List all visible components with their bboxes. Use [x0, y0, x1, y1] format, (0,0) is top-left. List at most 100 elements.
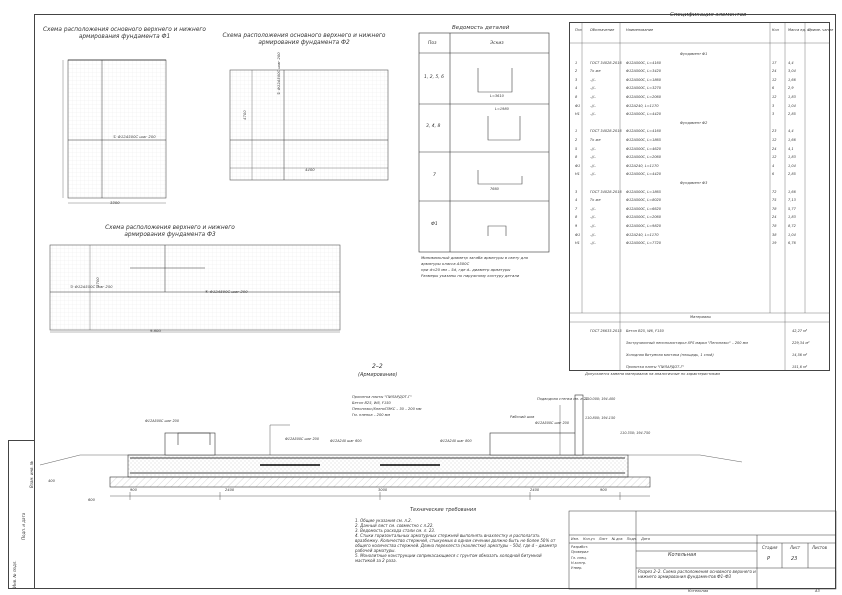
spec-cell: 8	[575, 95, 578, 99]
scheme-f2-title: Схема расположения основного верхнего и …	[222, 33, 386, 46]
spec-cell: 8	[575, 155, 578, 160]
stamp-role: Подп.	[626, 537, 637, 541]
spec-cell: 12	[772, 95, 777, 99]
details-col-pos: Поз	[428, 41, 437, 46]
spec-cell: 4	[575, 86, 578, 91]
section-callout: Гм. пленка – 200 мм	[352, 413, 391, 417]
stamp-person: Разработ.	[571, 545, 589, 549]
spec-cell: Ф1	[575, 232, 581, 237]
details-row-note: L=3610	[490, 94, 504, 98]
spec-cell: –//–	[590, 241, 596, 246]
requirements-title: Технические требования	[410, 507, 477, 513]
spec-cell: Ф1	[575, 163, 581, 168]
spec-cell: 8	[575, 215, 578, 220]
scheme-f1	[62, 59, 167, 204]
spec-header: Поз	[575, 28, 582, 32]
spec-material-name: Холодная битумная мастика (площадь, 1 сл…	[626, 353, 714, 357]
spec-materials-title: Материалы	[690, 315, 711, 319]
spec-cell: То же	[590, 198, 601, 203]
stamp-format: А3	[815, 589, 820, 593]
spec-cell: 78	[772, 224, 777, 228]
section-callout: Пропитка плиты "ПИЛАРДОТ-Г"	[352, 395, 412, 399]
spec-cell: 12	[772, 138, 777, 142]
spec-cell: –//–	[590, 77, 596, 82]
spec-header: Обозначение	[590, 28, 615, 32]
section-callout: Подводная стенка см. л.21	[537, 397, 589, 401]
spec-cell: 24	[772, 215, 777, 220]
stamp-roles: Изм. Кол.уч Лист № док Подп. Дата	[571, 537, 650, 541]
spec-material-qty: 229,34 м²	[792, 341, 810, 345]
section-mark: Ф12А500С шаг 200	[535, 421, 569, 425]
spec-cell: 1,04	[788, 232, 796, 237]
spec-cell: 1,66	[788, 189, 796, 194]
requirement-item: 5. Монолитные конструкции соприкасающиес…	[355, 553, 542, 563]
spec-cell: 2	[575, 69, 578, 74]
section-dim: 2400	[530, 488, 540, 492]
spec-cell: 1,04	[788, 163, 796, 168]
spec-cell: 4,4	[788, 129, 794, 134]
stamp-role: Дата	[641, 537, 650, 541]
spec-cell: 1	[575, 60, 578, 65]
spec-cell: 1,83	[788, 215, 796, 220]
section-drawing	[39, 394, 743, 500]
section-elev: 110.800; 194.150	[585, 416, 616, 420]
stamp-stage: Р	[767, 556, 771, 562]
spec-cell: 3	[575, 77, 578, 82]
spec-cell: 75	[772, 198, 777, 203]
spec-cell: ГОСТ 34028-2016	[590, 129, 622, 134]
spec-cell: 2,9	[788, 86, 794, 91]
spec-cell: 4,4	[788, 60, 794, 65]
stamp-sheet: 23	[791, 556, 798, 562]
spec-group-title: Фундамент Ф1	[680, 52, 708, 56]
section-mark: Ф12А500С шаг 200	[145, 419, 179, 423]
spec-cell: Ф12А500С, L=4420	[626, 112, 661, 117]
spec-header: Масса ед. кг	[788, 28, 812, 32]
spec-cell: Ф12А500С, L=2060	[626, 155, 661, 160]
spec-cell: 5,77	[788, 206, 796, 211]
spec-cell: 12	[772, 155, 777, 160]
spec-header: Кол	[772, 28, 779, 32]
spec-cell: 19	[772, 241, 777, 246]
spec-cell: Ф12А500С, L=2060	[626, 215, 661, 220]
spec-cell: Н1	[575, 241, 580, 246]
spec-cell: 78	[772, 206, 777, 211]
spec-cell: Ф12А500С, L=1860	[626, 77, 661, 82]
spec-cell: 3	[772, 103, 775, 108]
spec-cell: 8,72	[788, 224, 796, 228]
details-row-note: 7660	[490, 187, 499, 191]
spec-cell: Ф12А500С, L=9820	[626, 224, 661, 228]
spec-cell: –//–	[590, 146, 596, 151]
spec-cell: 1,04	[788, 103, 796, 108]
spec-cell: Н1	[575, 172, 580, 177]
scheme-f3	[49, 244, 341, 333]
section-elev: 110.000; 194.400	[585, 397, 616, 401]
section-dim: 900	[600, 488, 607, 492]
scheme-f3-title: Схема расположения верхнего и нижнего ар…	[105, 225, 235, 238]
dim-9800: 9.800	[150, 328, 161, 333]
spec-cell: –//–	[590, 112, 596, 117]
details-row-pos: Ф1	[431, 222, 438, 227]
spec-cell: 4,1	[788, 146, 794, 151]
section-dim: 3000	[378, 488, 388, 492]
details-footnote: Размеры указаны по наружному контуру дет…	[421, 273, 520, 278]
spec-cell: Ф12А500С, L=6620	[626, 206, 661, 211]
spec-cell: 2	[575, 138, 578, 142]
spec-cell: Ф12А240, L=1170	[626, 103, 659, 108]
details-table	[418, 32, 550, 253]
details-row-note: L=1980	[495, 107, 509, 111]
requirement-item: 2. Данный лист см. совместно с л.22.	[355, 523, 434, 528]
section-title: 2–2	[372, 363, 383, 370]
spec-cell: 1	[575, 129, 578, 134]
spec-cell: Ф12А500С, L=4160	[626, 129, 661, 134]
spec-header: Приме- чание	[808, 28, 834, 32]
spec-cell: Ф12А500С, L=3270	[626, 86, 661, 91]
spec-cell: ГОСТ 34028-2016	[590, 60, 622, 65]
stamp-person: Утвер.	[571, 566, 583, 571]
stamp-person: Н.контр.	[571, 560, 587, 565]
stamp-person: Проверил	[571, 550, 589, 555]
spec-cell: 2,85	[788, 172, 796, 177]
section-callout: Пеноплэкс/ХпеноПЭКС – 30 – 200 мм	[352, 407, 422, 411]
spec-cell: –//–	[590, 232, 596, 237]
spec-cell: 24	[772, 146, 777, 151]
spec-material-qty: 14,56 м²	[792, 353, 808, 357]
